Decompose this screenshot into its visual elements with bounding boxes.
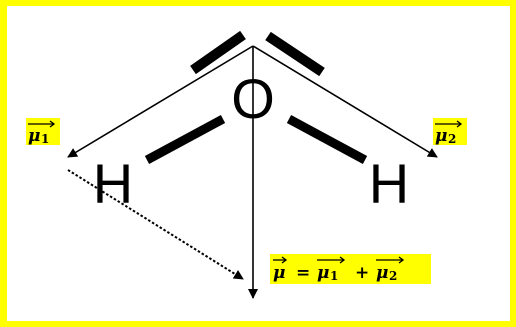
mu2-label: μ 2 <box>433 118 467 146</box>
hydrogen-atom-left: H <box>93 152 133 215</box>
resultant-equation: μ = μ 1 + μ 2 <box>270 254 431 284</box>
bond-o-h-left <box>144 115 226 164</box>
eq-mu2-subscript: 2 <box>389 269 397 283</box>
oxygen-atom: O <box>231 67 275 130</box>
mu2-symbol: μ <box>435 126 447 146</box>
mu1-symbol: μ <box>28 126 40 146</box>
mu1-label: μ 1 <box>26 118 60 146</box>
lone-pair-right <box>265 31 325 77</box>
eq-mu2-symbol: μ <box>376 263 388 283</box>
bond-o-h-right <box>286 115 368 164</box>
mu2-vector-arrow <box>252 45 438 158</box>
mu1-arrow-tip <box>49 120 56 128</box>
plus-sign: + <box>355 263 369 283</box>
hydrogen-atom-right: H <box>369 152 409 215</box>
mu1-vector-arrow <box>67 45 254 158</box>
eq-mu1-arrow-tip <box>339 256 346 264</box>
equation-highlight <box>270 254 431 284</box>
mu2-subscript: 2 <box>448 132 456 146</box>
eq-mu1-symbol: μ <box>317 263 329 283</box>
mu1-highlight <box>26 118 60 145</box>
dotted-construction-arrow <box>67 169 244 280</box>
mu1-subscript: 1 <box>41 132 49 146</box>
lone-pair-left <box>190 30 246 75</box>
mu-symbol: μ <box>273 263 285 283</box>
eq-mu2-arrow-tip <box>398 256 405 264</box>
mu-arrow-tip <box>281 256 288 264</box>
equals-sign: = <box>296 263 310 283</box>
eq-mu1-subscript: 1 <box>330 269 338 283</box>
mu2-arrow-tip <box>456 120 463 128</box>
mu2-highlight <box>433 118 467 145</box>
